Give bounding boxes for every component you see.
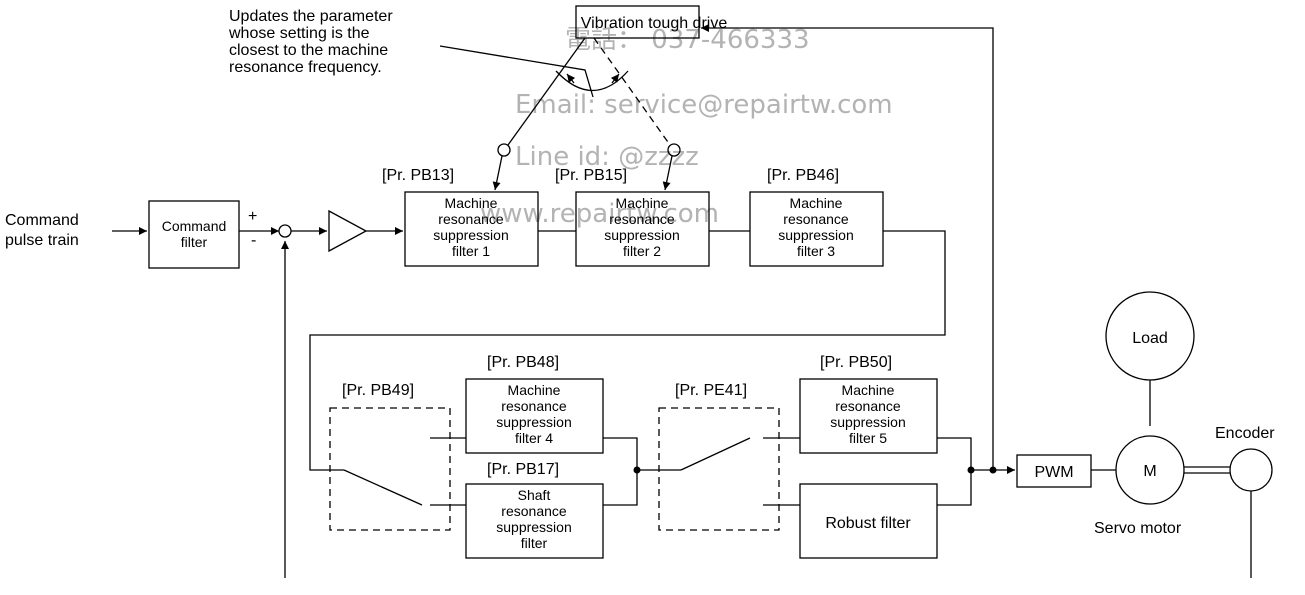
command-pulse-label: Command xyxy=(5,212,79,229)
servo-motor-label: Servo motor xyxy=(1094,520,1182,537)
pe41-switch-blade xyxy=(680,437,751,471)
pr-pb46-label: [Pr. PB46] xyxy=(767,167,839,184)
mrsf1-line-2: resonance xyxy=(438,211,504,227)
pr-pb13-label: [Pr. PB13] xyxy=(382,167,454,184)
mrsf3-block xyxy=(749,191,884,267)
mrsf5-line-2: resonance xyxy=(835,398,901,414)
command-filter-line-2: filter xyxy=(181,234,208,250)
mrsf1-line-1: Machine xyxy=(445,195,498,211)
pr-pb48-label: [Pr. PB48] xyxy=(487,354,559,371)
note-line-3: closest to the machine xyxy=(229,42,388,59)
mrsf4-line-3: suppression xyxy=(496,414,572,430)
mrsf3-line-3: suppression xyxy=(778,227,854,243)
mrsf2-block xyxy=(575,191,710,267)
shaft-filter-line-4: filter xyxy=(521,535,548,551)
pwm-block xyxy=(1016,454,1092,488)
pr-pb49-label: [Pr. PB49] xyxy=(342,382,414,399)
encoder-label: Encoder xyxy=(1215,425,1275,442)
contact-to-filter2-arrow xyxy=(662,155,673,191)
note-line-1: Updates the parameter xyxy=(229,8,393,25)
mrsf2-line-4: filter 2 xyxy=(623,243,661,259)
mrsf4-block xyxy=(465,378,604,454)
command-filter-line-1: Command xyxy=(162,218,227,234)
shaft-filter-line-1: Shaft xyxy=(518,487,551,503)
command-filter-block xyxy=(148,200,240,269)
mrsf3-line-1: Machine xyxy=(790,195,843,211)
plus-sign: + xyxy=(248,208,257,225)
mrsf3-line-2: resonance xyxy=(783,211,849,227)
selection-arc-left-arrow xyxy=(566,73,576,84)
vibration-tough-drive-label: Vibration tough drive xyxy=(581,15,728,32)
amplifier-symbol xyxy=(328,209,368,253)
junction-dot-3 xyxy=(989,466,997,474)
mrsf3-line-4: filter 3 xyxy=(797,243,835,259)
note-leader-line xyxy=(439,45,594,98)
watermark-phone: 電話： 037-466333 xyxy=(565,25,810,55)
minus-sign: - xyxy=(251,232,256,249)
row2-merge-line-1 xyxy=(603,437,638,506)
selection-arc xyxy=(555,70,629,92)
filter2-switch-contact xyxy=(667,143,681,157)
pr-pb15-label: [Pr. PB15] xyxy=(555,167,627,184)
note-line-2: whose setting is the xyxy=(228,25,370,42)
encoder-circle xyxy=(1229,448,1273,492)
mrsf5-line-3: suppression xyxy=(830,414,906,430)
mrsf4-line-4: filter 4 xyxy=(515,430,553,446)
junction-dot-1 xyxy=(633,466,641,474)
pb49-switch-box xyxy=(329,407,451,531)
contact-to-filter1-arrow xyxy=(492,155,503,191)
mrsf2-line-2: resonance xyxy=(609,211,675,227)
motor-circle xyxy=(1115,435,1185,505)
row2-merge-line-2 xyxy=(937,437,972,506)
mrsf2-line-1: Machine xyxy=(616,195,669,211)
mrsf4-line-2: resonance xyxy=(501,398,567,414)
pr-pb50-label: [Pr. PB50] xyxy=(820,354,892,371)
robust-filter-label: Robust filter xyxy=(825,515,911,532)
mrsf5-line-1: Machine xyxy=(842,382,895,398)
command-pulse-label-2: pulse train xyxy=(5,232,79,249)
note-line-4: resonance frequency. xyxy=(229,59,382,76)
vtd-to-filter2-dashed-line xyxy=(593,37,671,146)
selection-arc-right-arrow xyxy=(610,73,620,84)
shaft-filter-block xyxy=(465,483,604,559)
watermark-web: www.repairtw.com xyxy=(480,199,719,229)
mrsf1-line-4: filter 1 xyxy=(452,243,490,259)
pwm-label: PWM xyxy=(1034,464,1073,481)
summing-junction xyxy=(278,224,292,238)
row1-to-row2-line xyxy=(309,230,946,471)
feedback-to-vtd-arrow xyxy=(701,24,994,357)
load-label: Load xyxy=(1132,330,1168,347)
mrsf1-line-3: suppression xyxy=(433,227,509,243)
pb49-switch-blade xyxy=(343,469,423,506)
mrsf1-block xyxy=(404,191,539,267)
motor-label: M xyxy=(1143,463,1156,480)
shaft-filter-line-2: resonance xyxy=(501,503,567,519)
pr-pb17-label: [Pr. PB17] xyxy=(487,461,559,478)
vtd-to-filter1-line xyxy=(507,37,586,146)
pr-pe41-label: [Pr. PE41] xyxy=(675,382,747,399)
junction-dot-2 xyxy=(967,466,975,474)
filter1-switch-contact xyxy=(497,143,511,157)
watermark-email: Email: service@repairtw.com xyxy=(515,90,893,120)
vibration-tough-drive-block xyxy=(575,5,700,39)
mrsf5-block xyxy=(799,378,938,454)
mrsf5-line-4: filter 5 xyxy=(849,430,887,446)
shaft-filter-line-3: suppression xyxy=(496,519,572,535)
mrsf4-line-1: Machine xyxy=(508,382,561,398)
pe41-switch-box xyxy=(658,407,780,531)
mrsf2-line-3: suppression xyxy=(604,227,680,243)
robust-filter-block xyxy=(799,483,938,559)
